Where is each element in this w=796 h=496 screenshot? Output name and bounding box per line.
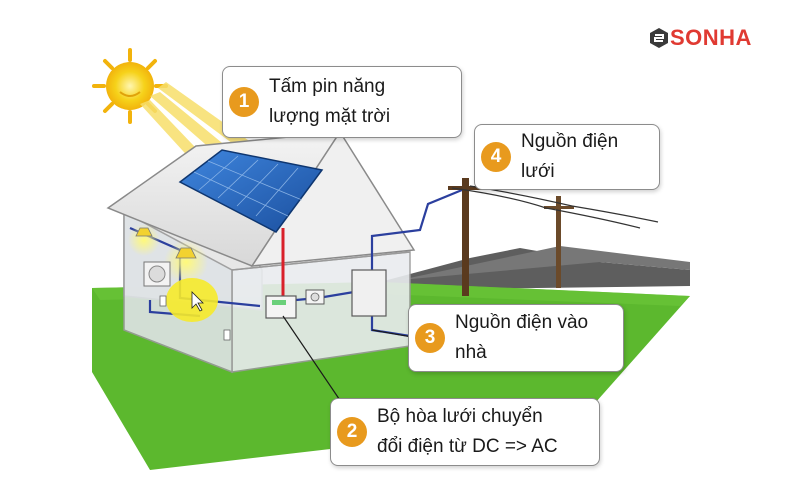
lamp-icon	[128, 224, 208, 284]
callout-line: Nguồn điện	[521, 131, 619, 152]
callout-line: lưới	[521, 161, 555, 182]
meter-icon	[305, 289, 325, 305]
inverter-icon	[265, 295, 297, 319]
callout-grid-power: 4 Nguồn điện lưới	[474, 124, 660, 190]
callout-line: lượng mặt trời	[269, 106, 391, 127]
step-badge: 3	[415, 323, 445, 353]
callout-solar-panel: 1 Tấm pin năng lượng mặt trời	[222, 66, 462, 138]
callout-line: nhà	[455, 342, 487, 363]
distribution-box	[351, 269, 387, 317]
callout-line: Tấm pin năng	[269, 76, 386, 97]
callout-line: Nguồn điện vào	[455, 312, 589, 333]
step-badge: 2	[337, 417, 367, 447]
step-badge: 1	[229, 87, 259, 117]
utility-pole-icon	[448, 178, 574, 296]
callout-inverter: 2 Bộ hòa lưới chuyển đổi điện từ DC => A…	[330, 398, 600, 466]
callout-line: Bộ hòa lưới chuyển	[377, 406, 543, 427]
brand-name: SONHA	[670, 25, 752, 50]
background-hills	[380, 246, 690, 290]
cursor-icon	[191, 291, 204, 312]
step-badge: 4	[481, 142, 511, 172]
callout-house-power: 3 Nguồn điện vào nhà	[408, 304, 624, 372]
solar-panel-icon	[178, 149, 324, 233]
brand-logo: SONHA	[648, 24, 752, 52]
logo-icon	[650, 28, 668, 48]
callout-line: đổi điện từ DC => AC	[377, 436, 558, 457]
air-conditioner-icon	[143, 261, 171, 287]
